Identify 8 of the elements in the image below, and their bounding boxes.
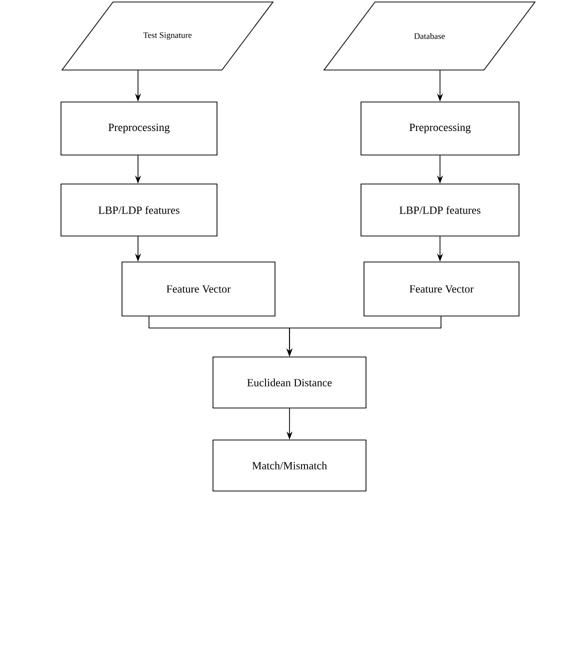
process-box: Euclidean Distance [212, 356, 366, 408]
process-box: Preprocessing [360, 102, 520, 156]
process-box: Match/Mismatch [212, 440, 366, 492]
process-box: LBP/LDP features [360, 184, 520, 236]
process-box: LBP/LDP features [60, 184, 218, 236]
process-box: Preprocessing [60, 102, 218, 156]
process-box: Feature Vector [122, 262, 276, 316]
process-box: Feature Vector [364, 262, 520, 316]
